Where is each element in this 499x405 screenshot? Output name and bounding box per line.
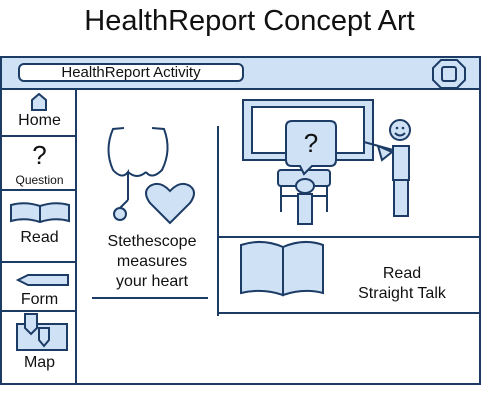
open-book-icon	[240, 241, 324, 297]
pencil-icon	[16, 274, 69, 286]
question-icon: ?	[32, 140, 47, 170]
sidebar-item-form[interactable]: Form	[2, 261, 77, 312]
sidebar-item-label: Map	[23, 354, 56, 371]
sidebar-item-label: Home	[18, 112, 61, 129]
sidebar-item-read[interactable]: Read	[2, 191, 77, 261]
student-head	[295, 178, 315, 194]
student-body	[297, 193, 313, 225]
teacher-figure	[363, 119, 411, 217]
sidebar-item-label: Form	[20, 291, 59, 308]
sidebar-item-home[interactable]: Home	[2, 90, 77, 135]
speech-bubble	[285, 120, 337, 176]
question-mark: ?	[303, 128, 319, 158]
sidebar-item-label: Read	[20, 229, 59, 246]
sidebar-item-map[interactable]: Map	[2, 312, 77, 383]
heart-icon	[145, 182, 195, 225]
read-straight-talk-link[interactable]: Read Straight Talk	[358, 265, 446, 302]
stethoscope-icon	[107, 127, 169, 221]
close-icon[interactable]	[430, 58, 468, 90]
activity-window	[0, 56, 481, 385]
sidebar-item-question[interactable]: ? Question	[2, 135, 77, 191]
page-title: HealthReport Concept Art	[84, 5, 415, 37]
book-icon	[10, 202, 70, 224]
home-icon	[31, 93, 47, 111]
sidebar-item-label: Question	[15, 173, 64, 187]
sidebar: Home ? Question Read Form Map	[2, 90, 77, 383]
stethoscope-caption: Stethescope measures your heart	[107, 233, 197, 290]
map-icon	[16, 313, 68, 351]
activity-title: HealthReport Activity	[18, 63, 244, 82]
